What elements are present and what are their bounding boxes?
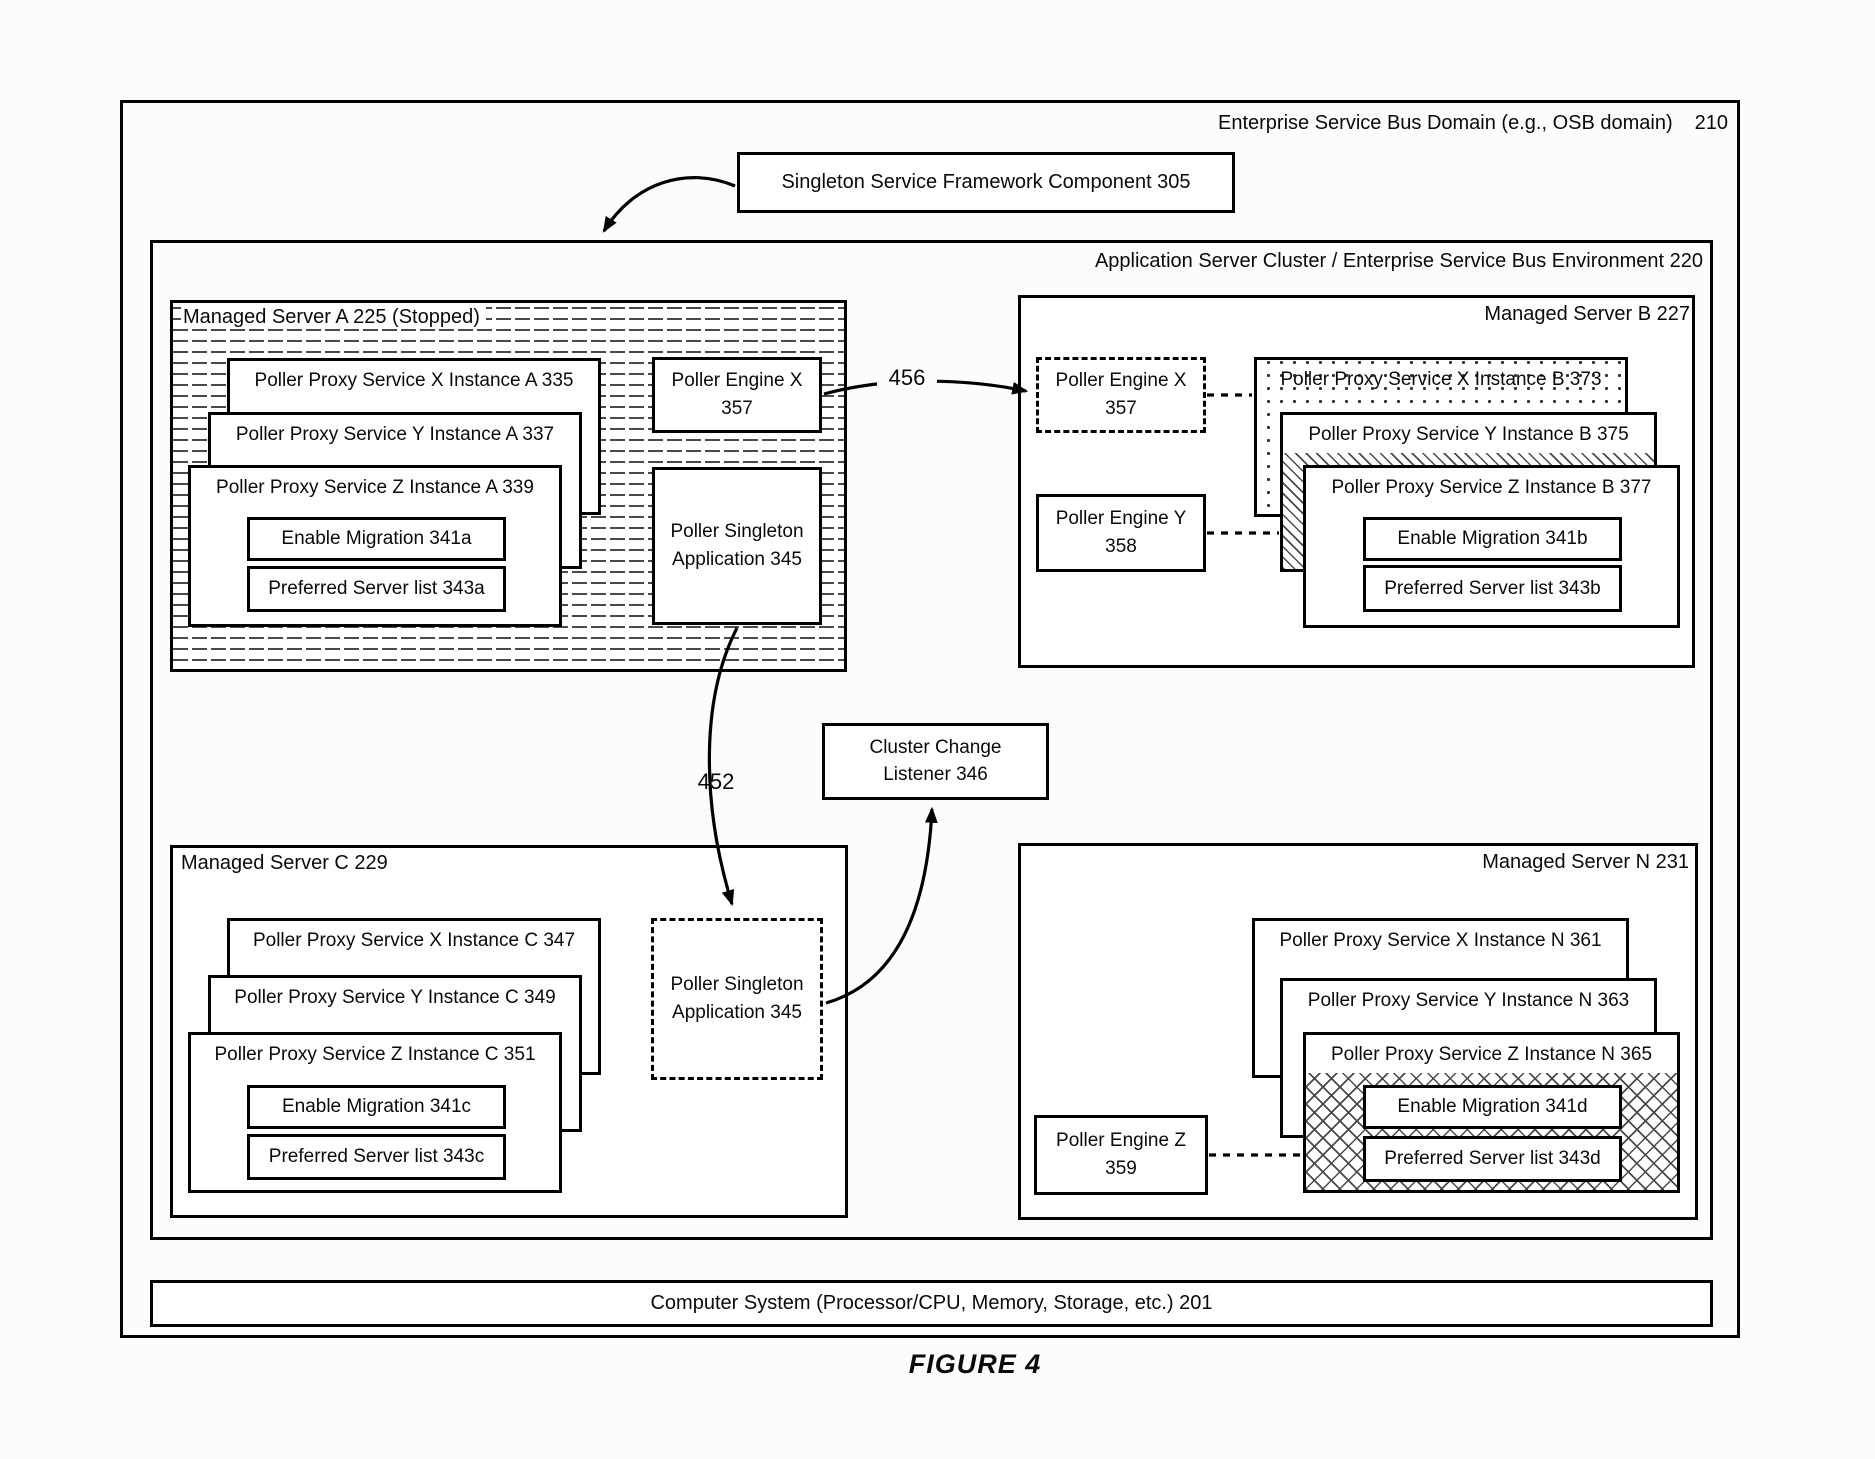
server-b-title: Managed Server B 227 xyxy=(1484,303,1690,325)
server-b-proxy-y-label: Poller Proxy Service Y Instance B 375 xyxy=(1283,415,1654,453)
server-b-poller-engine-x-box: Poller Engine X 357 xyxy=(1036,357,1206,433)
server-n-engine-z-line2: 359 xyxy=(1105,1158,1137,1179)
server-n-proxy-z-label: Poller Proxy Service Z Instance N 365 xyxy=(1306,1035,1677,1073)
arrow-452-label: 452 xyxy=(697,769,735,794)
server-c-enable-migration-box: Enable Migration 341c xyxy=(247,1085,506,1129)
singleton-framework-label: Singleton Service Framework Component 30… xyxy=(781,171,1191,193)
app-cluster-box xyxy=(150,240,1713,1240)
computer-system-label: Computer System (Processor/CPU, Memory, … xyxy=(650,1292,1213,1314)
server-a-poller-engine-x-box: Poller Engine X 357 xyxy=(652,357,822,433)
server-b-preferred-list-label: Preferred Server list 343b xyxy=(1384,577,1601,599)
server-n-engine-z-line1: Poller Engine Z xyxy=(1056,1129,1186,1151)
server-n-preferred-list-label: Preferred Server list 343d xyxy=(1384,1148,1601,1169)
server-a-proxy-y-label: Poller Proxy Service Y Instance A 337 xyxy=(235,424,555,445)
esb-domain-label-text: Enterprise Service Bus Domain (e.g., OSB… xyxy=(1217,112,1673,134)
server-a-singleton-line2: Application 345 xyxy=(672,549,802,570)
server-b-poller-engine-y-box: Poller Engine Y 358 xyxy=(1036,494,1206,572)
server-b-preferred-list-box: Preferred Server list 343b xyxy=(1363,565,1622,612)
server-n-preferred-list-box: Preferred Server list 343d xyxy=(1363,1136,1622,1182)
server-c-singleton-line2: Application 345 xyxy=(672,1002,802,1023)
server-b-enable-migration-label: Enable Migration 341b xyxy=(1397,528,1588,549)
cluster-change-listener-box: Cluster Change Listener 346 xyxy=(822,723,1049,800)
server-c-poller-singleton-box: Poller Singleton Application 345 xyxy=(651,918,823,1080)
server-n-enable-migration-box: Enable Migration 341d xyxy=(1363,1085,1622,1129)
server-n-title: Managed Server N 231 xyxy=(1482,851,1689,873)
esb-domain-ref: 210 xyxy=(1694,112,1728,134)
server-a-proxy-z-label: Poller Proxy Service Z Instance A 339 xyxy=(216,477,534,498)
server-a-title-text: Managed Server A 225 (Stopped) xyxy=(181,305,486,329)
server-a-poller-singleton-box: Poller Singleton Application 345 xyxy=(652,467,822,625)
server-c-proxy-y-label: Poller Proxy Service Y Instance C 349 xyxy=(234,987,556,1008)
server-b-proxy-z-label: Poller Proxy Service Z Instance B 377 xyxy=(1331,477,1652,498)
server-c-title: Managed Server C 229 xyxy=(181,852,388,874)
server-c-preferred-list-box: Preferred Server list 343c xyxy=(247,1134,506,1180)
server-n-proxy-x-label: Poller Proxy Service X Instance N 361 xyxy=(1279,930,1602,951)
esb-domain-label: Enterprise Service Bus Domain (e.g., OSB… xyxy=(1218,112,1728,135)
server-a-engine-x-line1: Poller Engine X xyxy=(671,369,803,391)
server-b-engine-x-line1: Poller Engine X xyxy=(1055,369,1187,391)
server-a-proxy-x-label: Poller Proxy Service X Instance A 335 xyxy=(254,370,574,391)
singleton-framework-box: Singleton Service Framework Component 30… xyxy=(737,152,1235,213)
server-c-proxy-z-label: Poller Proxy Service Z Instance C 351 xyxy=(214,1044,536,1065)
server-a-preferred-list-label: Preferred Server list 343a xyxy=(268,578,485,599)
app-cluster-label: Application Server Cluster / Enterprise … xyxy=(1094,250,1703,272)
cluster-change-listener-line1: Cluster Change xyxy=(869,736,1002,758)
server-b-proxy-x-label: Poller Proxy Service X Instance B 373 xyxy=(1280,369,1602,390)
server-b-engine-x-line2: 357 xyxy=(1105,398,1137,419)
server-b-enable-migration-box: Enable Migration 341b xyxy=(1363,517,1622,561)
arrow-456-label: 456 xyxy=(877,365,937,391)
cluster-change-listener-line2: Listener 346 xyxy=(883,763,988,785)
server-c-enable-migration-label: Enable Migration 341c xyxy=(281,1096,472,1117)
server-b-engine-y-line1: Poller Engine Y xyxy=(1055,507,1187,529)
figure-caption: FIGURE 4 xyxy=(908,1349,1042,1379)
server-a-engine-x-line2: 357 xyxy=(721,398,753,419)
server-a-enable-migration-label: Enable Migration 341a xyxy=(281,528,472,549)
esb-domain-box xyxy=(120,100,1740,1338)
server-c-proxy-x-label: Poller Proxy Service X Instance C 347 xyxy=(252,930,576,951)
server-c-singleton-line1: Poller Singleton xyxy=(670,973,804,995)
server-n-proxy-y-label: Poller Proxy Service Y Instance N 363 xyxy=(1307,990,1630,1011)
server-b-engine-y-line2: 358 xyxy=(1105,536,1137,557)
server-a-preferred-list-box: Preferred Server list 343a xyxy=(247,566,506,612)
server-a-title: Managed Server A 225 (Stopped) xyxy=(181,305,486,329)
computer-system-box: Computer System (Processor/CPU, Memory, … xyxy=(150,1280,1713,1327)
server-a-singleton-line1: Poller Singleton xyxy=(670,520,804,542)
server-a-enable-migration-box: Enable Migration 341a xyxy=(247,517,506,561)
server-n-enable-migration-label: Enable Migration 341d xyxy=(1397,1096,1588,1117)
server-n-poller-engine-z-box: Poller Engine Z 359 xyxy=(1034,1115,1208,1195)
server-c-preferred-list-label: Preferred Server list 343c xyxy=(268,1146,485,1167)
